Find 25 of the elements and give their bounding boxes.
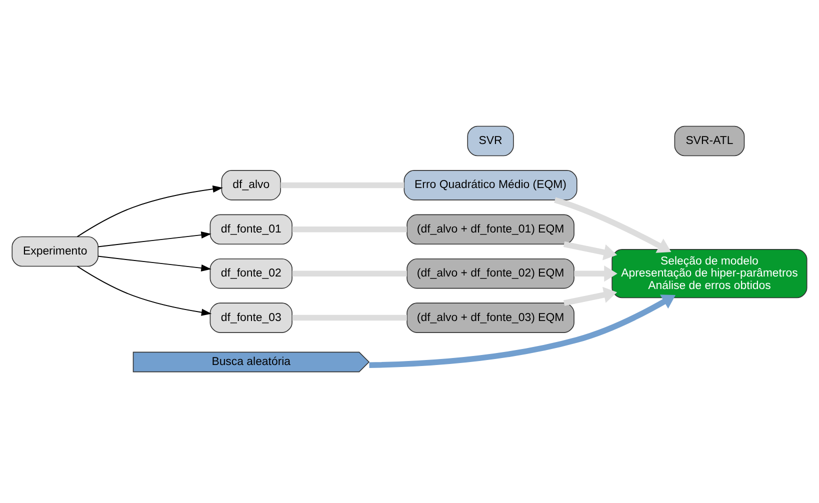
node-box: (df_alvo + df_fonte_01) EQM <box>406 214 574 245</box>
node-box: df_fonte_01 <box>210 214 292 245</box>
node-box: SVR-ATL <box>674 126 745 156</box>
node-box: df_fonte_02 <box>210 258 292 289</box>
arrow <box>554 197 672 253</box>
arrow <box>563 286 618 306</box>
connector <box>292 314 407 321</box>
node-box: Erro Quadrático Médio (EQM) <box>404 170 578 200</box>
node-box: df_alvo <box>221 170 281 200</box>
node-box: (df_alvo + df_fonte_03) EQM <box>406 302 574 333</box>
arrow <box>98 256 212 272</box>
node-box: Experimento <box>12 236 98 267</box>
node-box: SVR <box>467 126 514 156</box>
node-box: (df_alvo + df_fonte_02) EQM <box>406 258 574 289</box>
arrow <box>76 266 212 316</box>
arrow <box>574 265 618 282</box>
arrow <box>369 294 676 368</box>
arrow <box>76 186 223 238</box>
connector <box>292 226 407 232</box>
connector <box>280 182 404 188</box>
node-box: df_fonte_03 <box>210 302 292 333</box>
arrow <box>563 241 618 260</box>
arrow <box>98 231 212 248</box>
node-box: Seleção de modelo Apresentação de hiper-parâmetros Análise de erros obtidos <box>612 249 808 298</box>
connector <box>292 270 407 276</box>
